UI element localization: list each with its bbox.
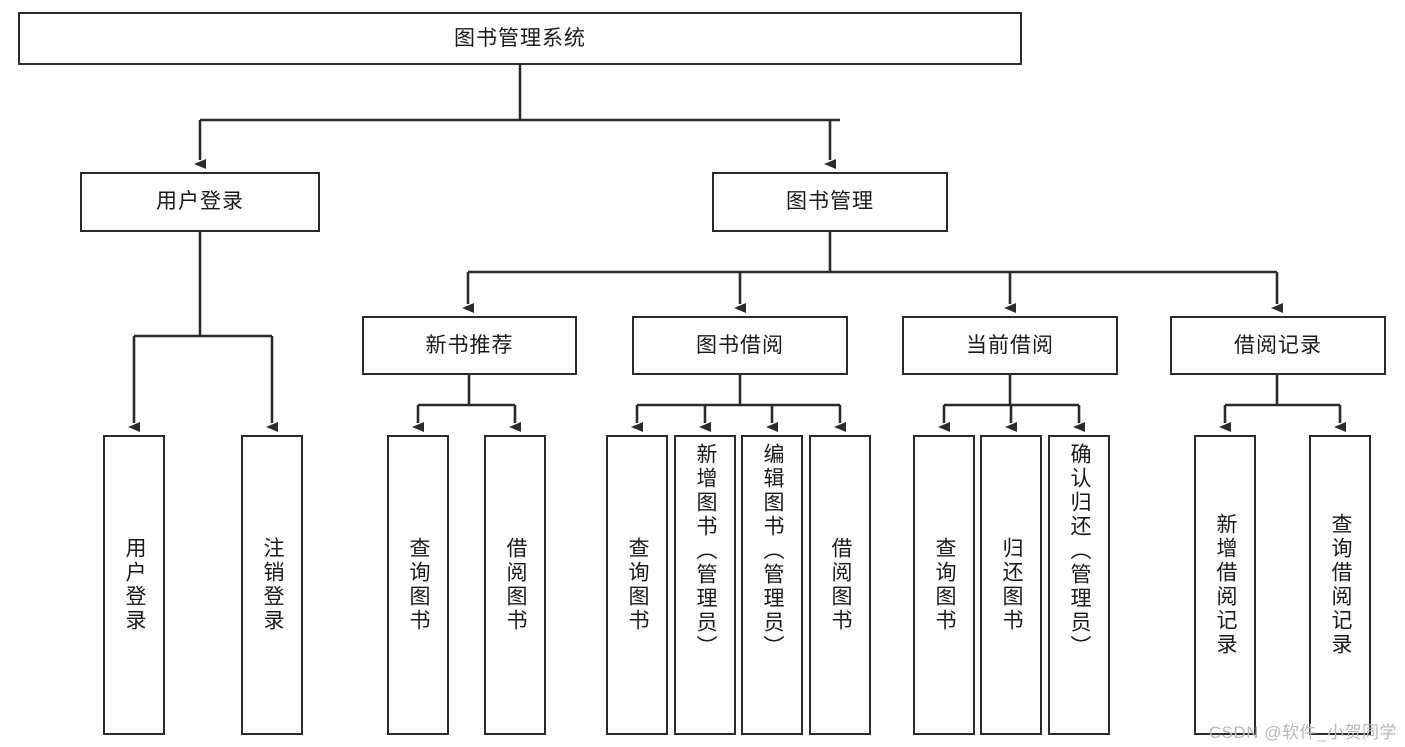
node-root-label: 图书管理系统 <box>454 26 586 50</box>
node-book-borrow-label: 图书借阅 <box>696 333 784 357</box>
leaf-newbook-query-book[interactable]: 查询图书 <box>387 435 449 735</box>
node-book-management[interactable]: 图书管理 <box>712 172 948 232</box>
leaf-query-borrow-record-label: 查询借阅记录 <box>1329 513 1352 657</box>
leaf-return-book-label: 归还图书 <box>1000 537 1023 633</box>
node-root[interactable]: 图书管理系统 <box>18 12 1022 65</box>
node-book-borrow[interactable]: 图书借阅 <box>632 316 848 375</box>
leaf-confirm-return-admin-label: 确认归还（管理员） <box>1068 443 1091 659</box>
leaf-return-book[interactable]: 归还图书 <box>980 435 1042 735</box>
leaf-add-borrow-record-label: 新增借阅记录 <box>1214 513 1237 657</box>
leaf-add-borrow-record[interactable]: 新增借阅记录 <box>1194 435 1256 735</box>
node-borrow-record[interactable]: 借阅记录 <box>1170 316 1386 375</box>
node-book-management-label: 图书管理 <box>786 190 874 214</box>
leaf-current-query-book-label: 查询图书 <box>933 537 956 633</box>
leaf-newbook-query-book-label: 查询图书 <box>407 537 430 633</box>
leaf-edit-book-admin[interactable]: 编辑图书（管理员） <box>741 435 803 735</box>
leaf-newbook-borrow-book-label: 借阅图书 <box>504 537 527 633</box>
leaf-confirm-return-admin[interactable]: 确认归还（管理员） <box>1048 435 1110 735</box>
leaf-current-query-book[interactable]: 查询图书 <box>913 435 975 735</box>
leaf-borrow-query-book[interactable]: 查询图书 <box>606 435 668 735</box>
leaf-logout-label: 注销登录 <box>261 537 284 633</box>
node-current-borrow[interactable]: 当前借阅 <box>902 316 1118 375</box>
leaf-borrow-book-label: 借阅图书 <box>829 537 852 633</box>
leaf-borrow-query-book-label: 查询图书 <box>626 537 649 633</box>
watermark: CSDN @软件_小贺同学 <box>1208 723 1397 742</box>
leaf-edit-book-admin-label: 编辑图书（管理员） <box>761 443 784 659</box>
leaf-user-login[interactable]: 用户登录 <box>103 435 165 735</box>
leaf-borrow-book[interactable]: 借阅图书 <box>809 435 871 735</box>
leaf-add-book-admin[interactable]: 新增图书（管理员） <box>674 435 736 735</box>
leaf-newbook-borrow-book[interactable]: 借阅图书 <box>484 435 546 735</box>
leaf-query-borrow-record[interactable]: 查询借阅记录 <box>1309 435 1371 735</box>
leaf-logout[interactable]: 注销登录 <box>241 435 303 735</box>
node-user-login-label: 用户登录 <box>156 190 244 214</box>
node-borrow-record-label: 借阅记录 <box>1234 333 1322 357</box>
leaf-user-login-label: 用户登录 <box>123 537 146 633</box>
node-new-book-recommend[interactable]: 新书推荐 <box>362 316 577 375</box>
node-current-borrow-label: 当前借阅 <box>966 333 1054 357</box>
node-new-book-recommend-label: 新书推荐 <box>425 333 514 357</box>
node-user-login[interactable]: 用户登录 <box>80 172 320 232</box>
leaf-add-book-admin-label: 新增图书（管理员） <box>694 443 717 659</box>
